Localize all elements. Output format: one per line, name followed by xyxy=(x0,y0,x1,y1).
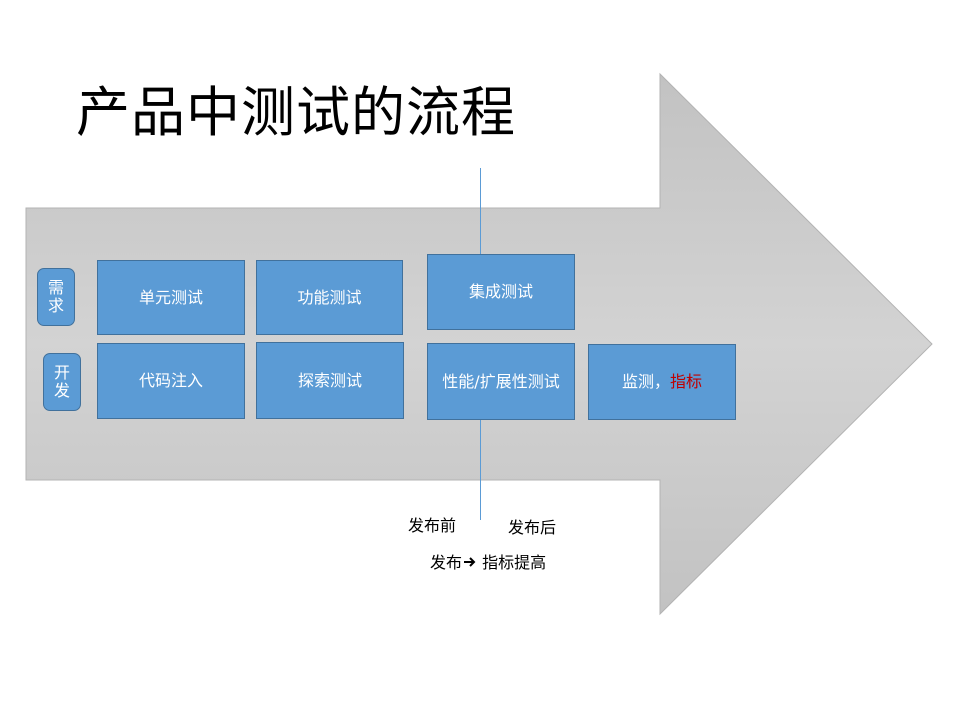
metrics-improve-text: 指标提高 xyxy=(477,553,547,572)
release-flow-label: 发布 指标提高 xyxy=(430,549,546,573)
functional-test-box: 功能测试 xyxy=(256,260,403,335)
code-injection-box: 代码注入 xyxy=(97,343,245,419)
performance-test-box: 性能/扩展性测试 xyxy=(427,343,575,420)
exploratory-test-box: 探索测试 xyxy=(256,342,404,419)
release-divider-bottom xyxy=(480,420,481,520)
monitoring-metrics-text: 指标 xyxy=(670,372,703,391)
page-title: 产品中测试的流程 xyxy=(76,81,516,144)
unit-test-box: 单元测试 xyxy=(97,260,245,335)
before-release-label: 发布前 xyxy=(408,516,457,535)
side-label-development: 开 发 xyxy=(43,353,81,411)
after-release-label: 发布后 xyxy=(508,518,557,537)
integration-test-box: 集成测试 xyxy=(427,254,575,330)
monitoring-box: 监测，指标 xyxy=(588,344,736,420)
side-label-requirement: 需 求 xyxy=(37,268,75,326)
monitoring-text: 监测， xyxy=(621,372,670,391)
release-divider-top xyxy=(480,168,481,254)
arrow-right-icon xyxy=(464,557,476,567)
release-text: 发布 xyxy=(430,553,463,572)
